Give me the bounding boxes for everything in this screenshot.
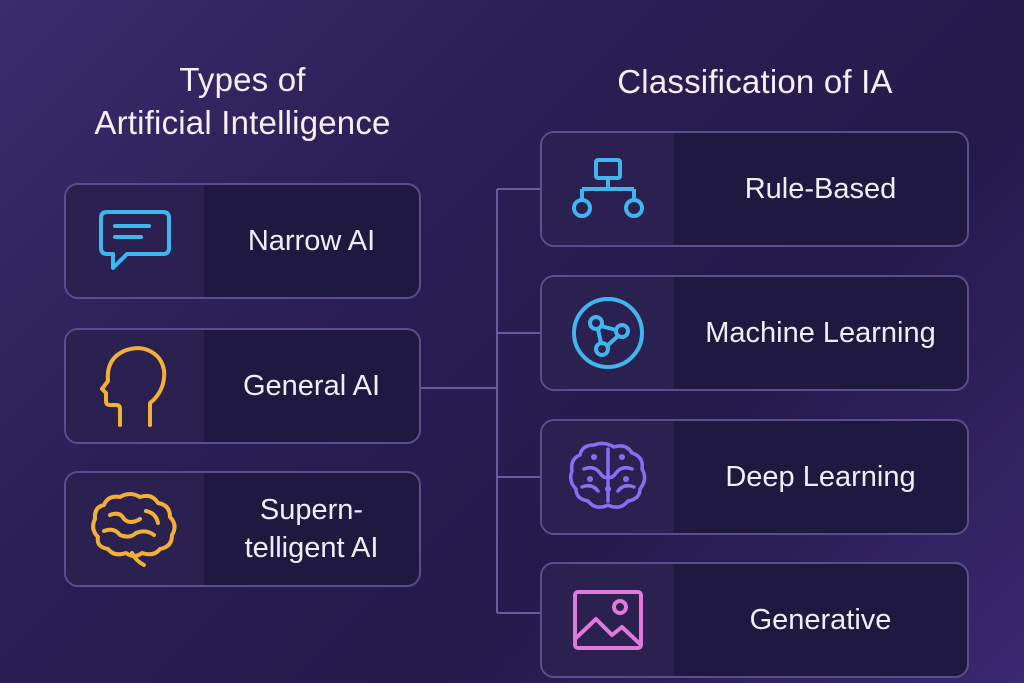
left-section-title: Types of Artificial Intelligence — [30, 58, 455, 144]
head-profile-icon — [100, 346, 167, 427]
card-label: Generative — [749, 604, 892, 636]
card-rule-based[interactable]: Rule-Based — [540, 131, 969, 247]
card-label: Machine Learning — [705, 317, 936, 349]
right-title: Classification of IA — [617, 63, 893, 100]
neural-brain-icon — [568, 441, 647, 509]
card-label: General AI — [242, 370, 381, 402]
card-deep-learning[interactable]: Deep Learning — [540, 419, 969, 535]
card-superintelligent-ai[interactable]: Supern- telligent AI — [64, 471, 421, 587]
card-label-line-1: Supern- — [259, 494, 364, 526]
card-label: Deep Learning — [725, 461, 916, 493]
image-icon — [573, 590, 643, 650]
card-label: Rule-Based — [744, 173, 897, 205]
card-general-ai[interactable]: General AI — [64, 328, 421, 444]
card-label: Supern- telligent AI — [204, 473, 419, 585]
card-label-line-2: telligent AI — [244, 532, 379, 564]
card-machine-learning[interactable]: Machine Learning — [540, 275, 969, 391]
card-generative[interactable]: Generative — [540, 562, 969, 678]
card-narrow-ai[interactable]: Narrow AI — [64, 183, 421, 299]
brain-icon — [91, 492, 177, 567]
flowchart-icon — [572, 158, 644, 218]
network-nodes-icon — [572, 297, 644, 369]
card-label: Narrow AI — [247, 225, 376, 257]
left-title-line-1: Types of — [179, 61, 306, 98]
right-section-title: Classification of IA — [540, 60, 970, 103]
chat-bubble-icon — [99, 210, 171, 270]
left-title-line-2: Artificial Intelligence — [94, 104, 391, 141]
